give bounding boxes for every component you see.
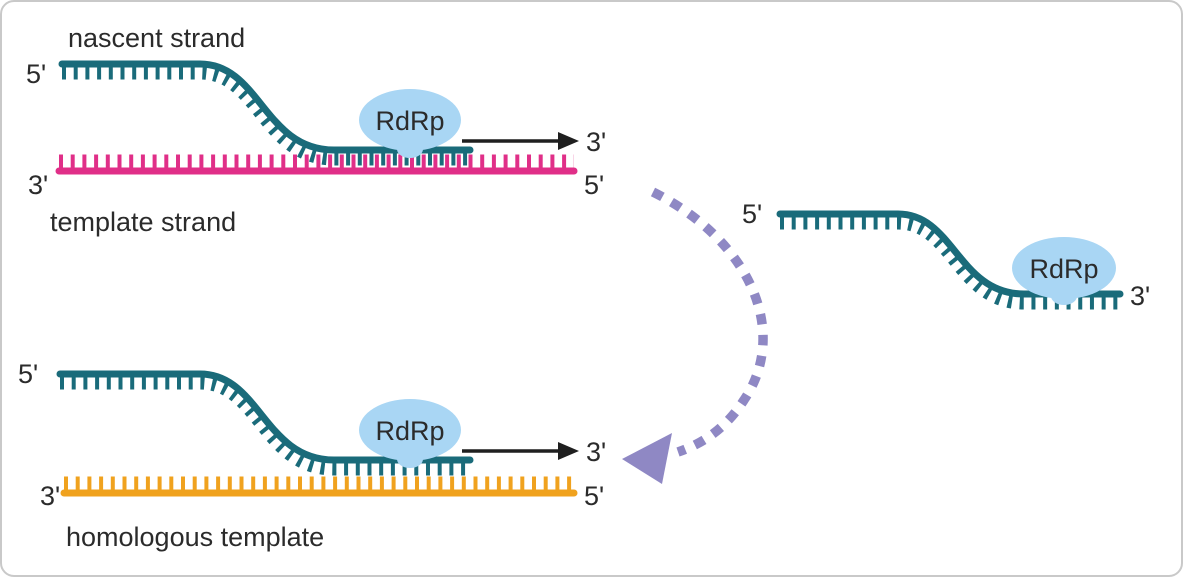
growth-three-prime-label: 3' bbox=[586, 127, 606, 157]
template-switch-arrow-head bbox=[622, 433, 672, 484]
detached-strand-teeth bbox=[780, 214, 1120, 310]
template-five-prime-label: 5' bbox=[584, 481, 604, 511]
rdrp-enzyme-label: RdRp bbox=[375, 416, 444, 446]
switched-replication-complex: 5' RdRp 3' 3' 5' homologous template bbox=[18, 359, 606, 552]
synthesis-arrow-head bbox=[558, 442, 579, 460]
detached-strand-backbone bbox=[776, 210, 1124, 298]
rdrp-enzyme-label: RdRp bbox=[1029, 254, 1098, 284]
nascent-strand-teeth bbox=[60, 374, 470, 476]
template-three-prime-label: 3' bbox=[28, 170, 48, 200]
nascent-strand-backbone bbox=[58, 60, 474, 154]
template-strand-label: template strand bbox=[50, 207, 236, 237]
growth-three-prime-label: 3' bbox=[586, 437, 606, 467]
template-five-prime-label: 5' bbox=[584, 170, 604, 200]
detached-polymerase-complex: 5' RdRp 3' bbox=[742, 199, 1150, 311]
top-replication-complex: nascent strand 5' RdRp 3' 3' 5' template… bbox=[26, 23, 606, 237]
nascent-strand-backbone bbox=[56, 370, 474, 464]
rdrp-enzyme-body bbox=[359, 399, 461, 461]
template-switch-arrow bbox=[622, 187, 768, 484]
rdrp-enzyme-body bbox=[1012, 237, 1116, 299]
template-three-prime-label: 3' bbox=[40, 481, 60, 511]
synthesis-arrow-head bbox=[558, 132, 579, 150]
detached-five-prime-label: 5' bbox=[742, 199, 762, 229]
homologous-template-label: homologous template bbox=[66, 522, 324, 552]
rdrp-enzyme-label: RdRp bbox=[375, 106, 444, 136]
nascent-five-prime-label: 5' bbox=[18, 359, 38, 389]
template-switch-arrow-path bbox=[650, 187, 768, 457]
detached-three-prime-label: 3' bbox=[1130, 281, 1150, 311]
nascent-strand-label: nascent strand bbox=[68, 23, 245, 53]
nascent-five-prime-label: 5' bbox=[26, 59, 46, 89]
rdrp-enzyme-body bbox=[359, 89, 461, 151]
